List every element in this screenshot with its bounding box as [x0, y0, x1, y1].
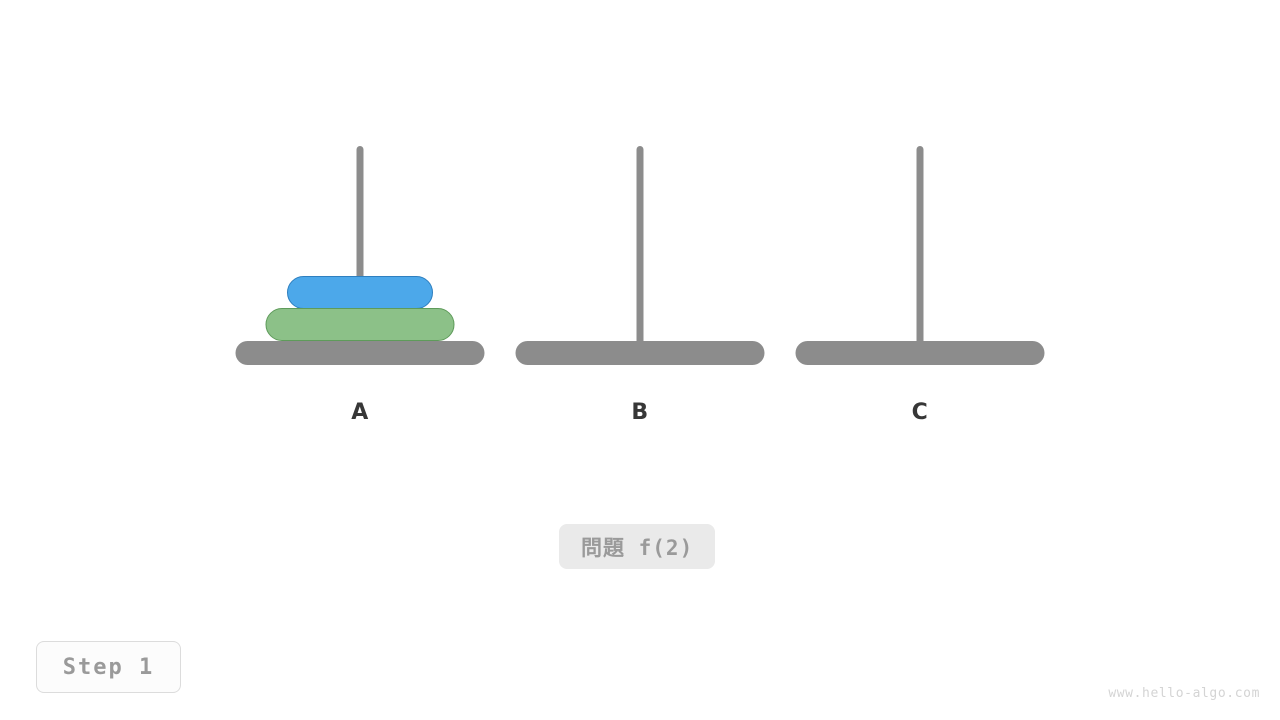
peg-b-base [515, 341, 765, 365]
peg-c-rod [916, 146, 924, 353]
peg-b-label: B [631, 400, 649, 425]
disc-a-small[interactable] [287, 276, 433, 309]
peg-b: B [490, 0, 790, 720]
peg-b-rod [636, 146, 644, 353]
peg-a-base [235, 341, 485, 365]
peg-a-rod [356, 146, 364, 353]
step-badge: Step 1 [36, 641, 181, 693]
step-badge-text: Step 1 [62, 654, 155, 680]
problem-caption-text: 問題 f(2) [581, 535, 694, 560]
peg-a: A [210, 0, 510, 720]
watermark: www.hello-algo.com [1108, 686, 1260, 701]
peg-c: C [770, 0, 1070, 720]
peg-c-base [795, 341, 1045, 365]
peg-c-label: C [911, 400, 929, 425]
peg-a-label: A [351, 400, 369, 425]
problem-caption: 問題 f(2) [559, 524, 716, 569]
disc-a-large[interactable] [265, 308, 455, 341]
